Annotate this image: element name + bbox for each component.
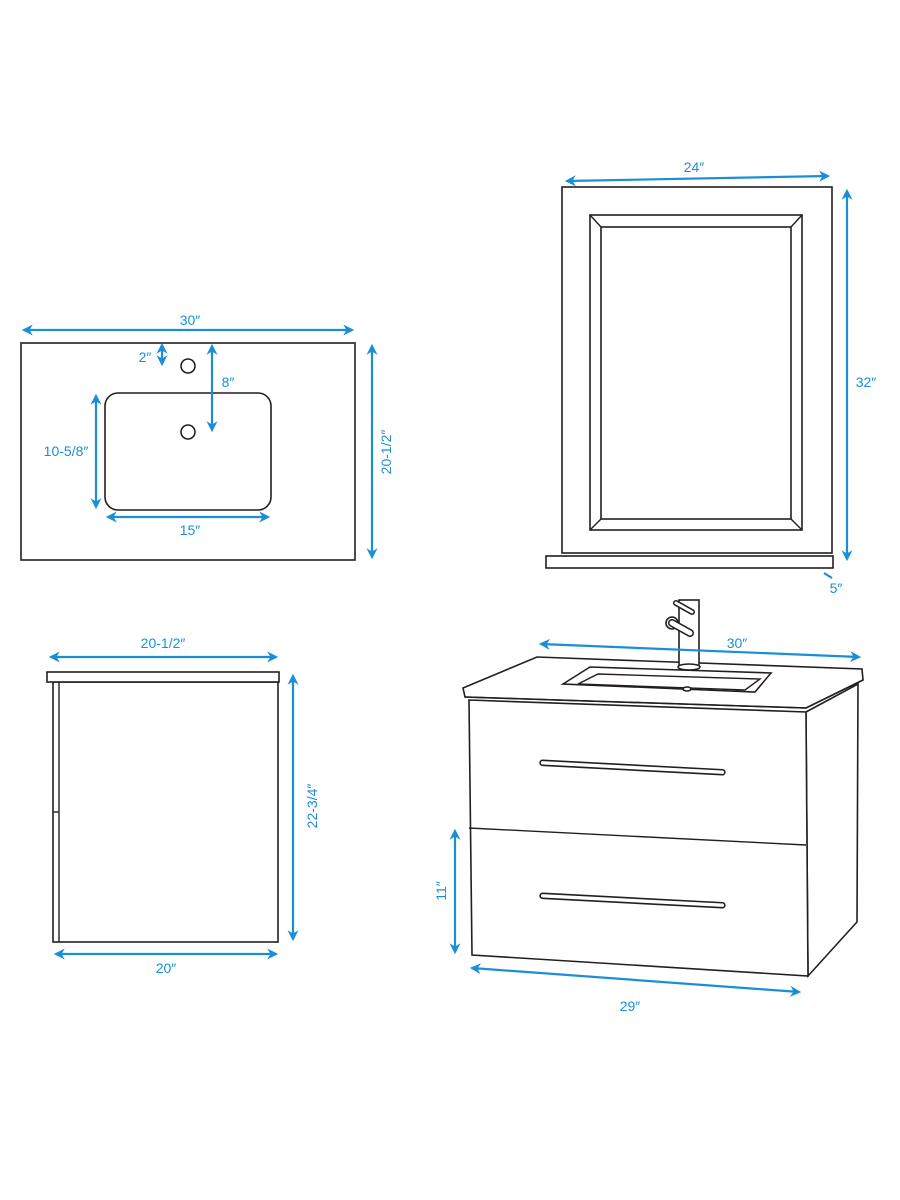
bottom-drawer-handle bbox=[539, 892, 726, 909]
side-depth-label: 20″ bbox=[156, 960, 177, 976]
mirror-glass bbox=[600, 226, 792, 520]
width-label: 30″ bbox=[180, 312, 201, 328]
cabinet-front-face bbox=[468, 699, 809, 977]
cabinet-width-arrow bbox=[469, 963, 802, 997]
mirror-height-label: 32″ bbox=[856, 374, 877, 390]
cabinet-width-label: 29″ bbox=[620, 998, 641, 1014]
top-drawer-handle bbox=[539, 759, 726, 776]
drain-offset-label: 8″ bbox=[222, 374, 235, 390]
mirror-view: 24″ 32″ 5″ bbox=[545, 159, 877, 596]
side-top-depth-label: 20-1/2″ bbox=[141, 635, 186, 651]
mirror-width-arrow bbox=[564, 170, 831, 187]
faucet bbox=[665, 599, 701, 671]
side-height-label: 22-3/4″ bbox=[304, 784, 320, 829]
faucet-hole bbox=[180, 358, 196, 374]
cabinet-side-face bbox=[805, 682, 859, 979]
vanity-front-view: 30″ 11″ 29″ bbox=[433, 599, 864, 1014]
countertop-top-view: 30″ 20-1/2″ 2″ 8″ 10-5/8″ 15″ bbox=[20, 312, 394, 561]
shelf-depth-mark bbox=[823, 572, 833, 579]
side-countertop bbox=[46, 671, 280, 683]
depth-label: 20-1/2″ bbox=[378, 430, 394, 475]
mirror-width-label: 24″ bbox=[684, 159, 705, 175]
shelf-depth-label: 5″ bbox=[830, 580, 843, 596]
drawer-height-label: 11″ bbox=[433, 881, 449, 901]
basin-width-label: 15″ bbox=[180, 522, 201, 538]
hole-offset-label: 2″ bbox=[139, 349, 152, 365]
drain-hole bbox=[180, 424, 196, 440]
front-top-width-label: 30″ bbox=[727, 635, 748, 651]
basin-outline bbox=[104, 392, 272, 511]
side-view: 20-1/2″ 22-3/4″ 20″ bbox=[46, 635, 320, 976]
basin-depth-label: 10-5/8″ bbox=[44, 443, 89, 459]
drawer-split bbox=[468, 827, 807, 846]
sink-drain bbox=[682, 686, 692, 692]
side-cabinet bbox=[52, 681, 279, 943]
mirror-shelf bbox=[545, 555, 834, 569]
front-top-width-arrow bbox=[538, 638, 862, 663]
